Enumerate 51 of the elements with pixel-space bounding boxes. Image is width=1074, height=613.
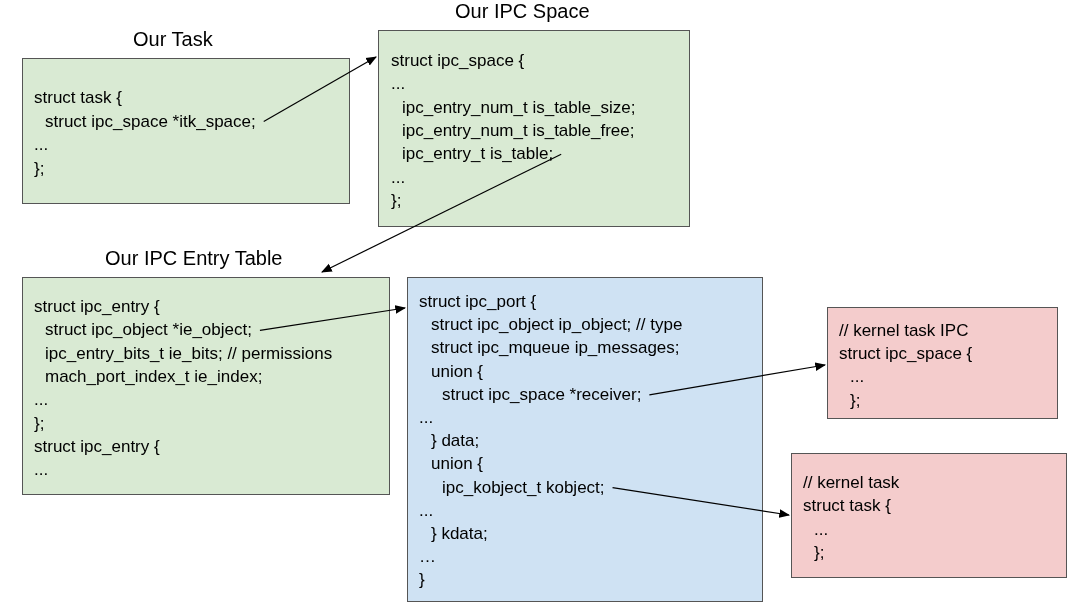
- code-line: …: [419, 547, 436, 568]
- code-line: ipc_entry_t is_table;: [402, 144, 554, 165]
- code-line: ipc_kobject_t kobject;: [442, 477, 605, 498]
- code-line: } data;: [431, 431, 480, 452]
- code-box: [407, 277, 763, 602]
- box-heading: Our Task: [133, 27, 213, 51]
- arrow: [259, 305, 407, 331]
- box-heading: Our IPC Entry Table: [105, 246, 283, 270]
- code-line: };: [391, 190, 402, 211]
- code-line: };: [34, 413, 45, 434]
- code-box: [791, 453, 1067, 578]
- code-line: struct task {: [803, 496, 891, 517]
- code-line: };: [850, 390, 861, 411]
- code-line: ...: [34, 135, 49, 156]
- code-line: ...: [850, 367, 865, 388]
- code-line: union {: [431, 361, 483, 382]
- code-line: struct ipc_space *itk_space;: [45, 111, 256, 132]
- code-line: struct ipc_object *ie_object;: [45, 320, 252, 341]
- code-line: ipc_entry_num_t is_table_free;: [402, 120, 635, 141]
- code-line: struct ipc_mqueue ip_messages;: [431, 338, 680, 359]
- code-line: ...: [391, 167, 406, 188]
- code-line: // kernel task IPC: [839, 321, 969, 341]
- code-line: struct ipc_entry {: [34, 297, 160, 317]
- code-line: struct ipc_port {: [419, 292, 537, 312]
- code-line: struct ipc_space *receiver;: [442, 384, 642, 405]
- code-box: [827, 307, 1058, 419]
- arrow: [611, 487, 791, 518]
- code-line: ...: [419, 408, 434, 428]
- arrow: [648, 362, 827, 396]
- code-line: ipc_entry_bits_t ie_bits; // permissions: [45, 343, 333, 364]
- arrow: [321, 153, 562, 273]
- code-line: }: [419, 570, 425, 591]
- code-line: ...: [391, 74, 406, 95]
- code-line: } kdata;: [431, 524, 488, 544]
- code-line: struct ipc_space {: [839, 344, 973, 365]
- box-heading: Our IPC Space: [455, 0, 590, 23]
- code-line: struct task {: [34, 88, 122, 108]
- code-line: ipc_entry_num_t is_table_size;: [402, 97, 636, 118]
- code-line: ...: [34, 460, 49, 481]
- code-line: struct ipc_object ip_object; // type: [431, 315, 683, 336]
- code-line: struct ipc_space {: [391, 51, 525, 71]
- code-line: mach_port_index_t ie_index;: [45, 366, 263, 387]
- arrow: [263, 56, 377, 123]
- code-line: union {: [431, 454, 483, 475]
- code-line: // kernel task: [803, 473, 900, 493]
- code-line: };: [34, 158, 45, 179]
- code-line: ...: [34, 390, 49, 411]
- code-line: ...: [814, 519, 829, 540]
- code-line: };: [814, 542, 825, 563]
- code-line: ...: [419, 500, 434, 521]
- code-line: struct ipc_entry {: [34, 436, 160, 457]
